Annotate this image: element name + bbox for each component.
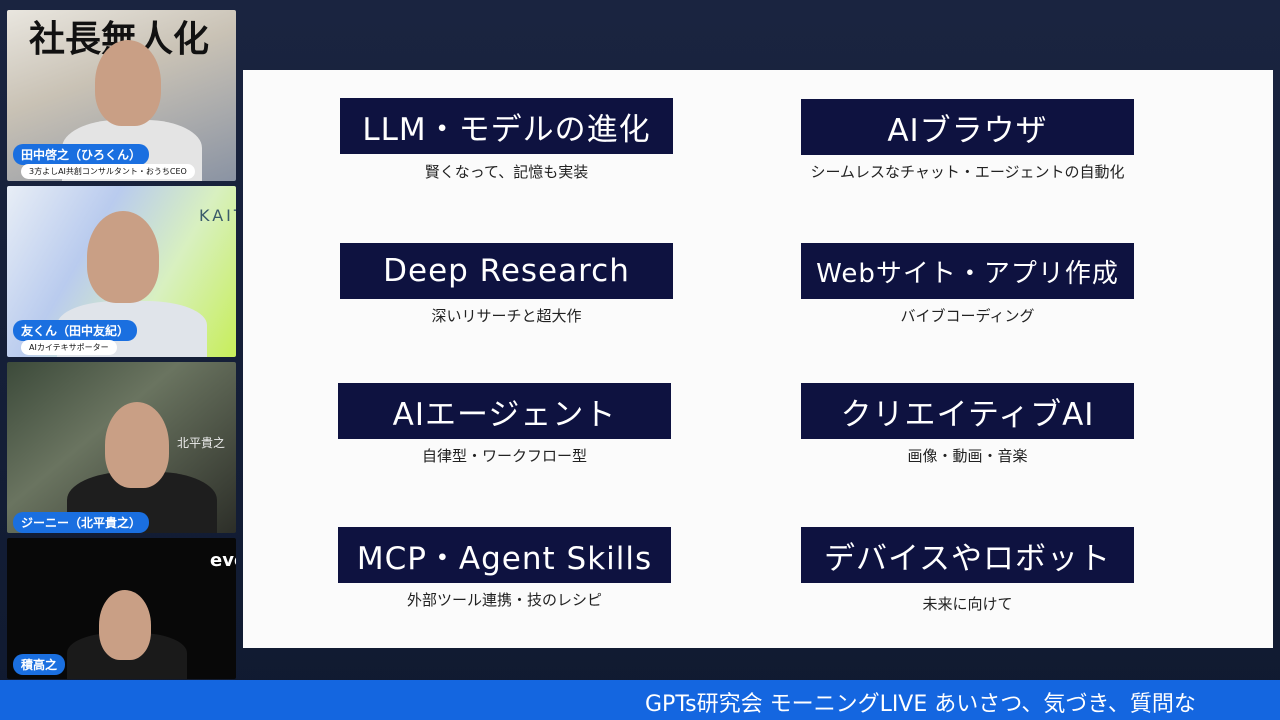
participant-name: 友くん（田中友紀） [13, 320, 138, 341]
topic-subtitle: 画像・動画・音楽 [907, 447, 1028, 465]
person-face [99, 590, 151, 660]
presentation-slide: LLM・モデルの進化 賢くなって、記憶も実装 AIブラウザ シームレスなチャット… [243, 70, 1273, 648]
participant-name: 積高之 [13, 654, 66, 675]
video-tile-3[interactable]: 北平貴之 ジーニー（北平貴之） [7, 362, 236, 533]
person-face [95, 40, 161, 126]
topic-title: LLM・モデルの進化 [340, 98, 673, 154]
topic-subtitle: バイブコーディング [900, 307, 1035, 325]
topic-subtitle: 深いリサーチと超大作 [431, 307, 582, 325]
topic-subtitle: 自律型・ワークフロー型 [421, 447, 587, 465]
background-text: KAITE [199, 206, 236, 225]
participant-role: 3方よしAI共創コンサルタント・おうちCEO [21, 164, 195, 179]
participant-role: AIカイテキサポーター [21, 340, 117, 355]
topic-title: クリエイティブAI [801, 383, 1134, 439]
topic-subtitle: 未来に向けて [922, 595, 1013, 613]
topic-title: AIエージェント [338, 383, 671, 439]
topic-title: MCP・Agent Skills [338, 527, 671, 583]
topic-subtitle: 外部ツール連携・技のレシピ [406, 591, 602, 609]
topic-subtitle: シームレスなチャット・エージェントの自動化 [810, 163, 1125, 181]
video-tile-1[interactable]: 社長無人化 田中啓之（ひろくん） 3方よしAI共創コンサルタント・おうちCEO [7, 10, 236, 181]
topic-title: Deep Research [340, 243, 673, 299]
topic-title: デバイスやロボット [801, 527, 1134, 583]
topic-subtitle: 賢くなって、記憶も実装 [424, 163, 589, 181]
topic-title: Webサイト・アプリ作成 [801, 243, 1134, 299]
participant-name: 田中啓之（ひろくん） [13, 144, 150, 165]
participant-name: ジーニー（北平貴之） [13, 512, 150, 533]
ticker-text: GPTs研究会 モーニングLIVE あいさつ、気づき、質問な [645, 692, 1196, 717]
person-face [87, 211, 159, 303]
ticker-bar: GPTs研究会 モーニングLIVE あいさつ、気づき、質問な [0, 680, 1280, 720]
background-text: 北平貴之 [177, 436, 226, 450]
background-text: evo [210, 550, 236, 571]
person-face [105, 402, 169, 488]
video-tile-2[interactable]: KAITE 友くん（田中友紀） AIカイテキサポーター [7, 186, 236, 357]
video-tile-4[interactable]: evo 積高之 [7, 538, 236, 679]
topic-title: AIブラウザ [801, 99, 1134, 155]
